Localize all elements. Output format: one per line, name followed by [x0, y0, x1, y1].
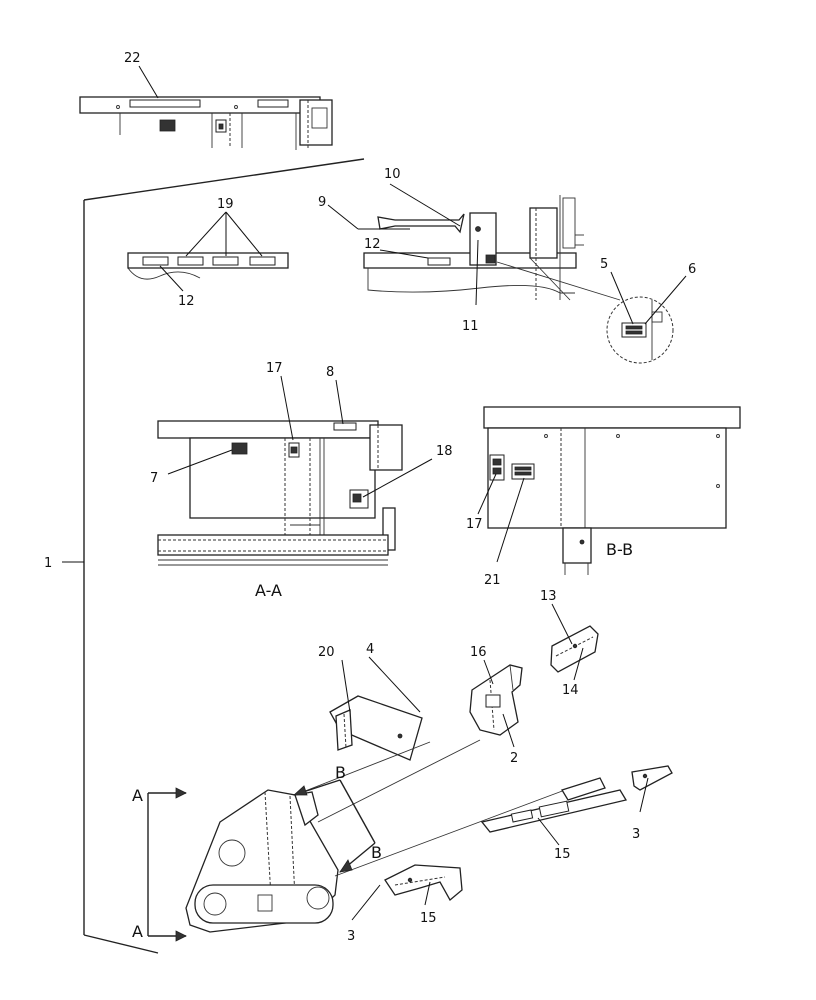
part-20-shield [329, 695, 423, 761]
callout-10: 10 [384, 167, 401, 182]
callout-6: 6 [688, 262, 696, 277]
section-arrow-b-top: B [335, 763, 346, 782]
leader-9a [327, 204, 359, 230]
leader-4 [368, 656, 421, 713]
section-arrow-a-bottom: A [132, 922, 143, 941]
callout-17-aa: 17 [266, 361, 283, 376]
leader-12a [379, 249, 429, 259]
part-15-upper [480, 765, 673, 833]
leader-14 [573, 647, 584, 681]
leader-7 [167, 449, 233, 475]
top-panel-view [79, 96, 333, 150]
leader-12b [159, 265, 184, 292]
callout-19: 19 [217, 197, 234, 212]
callout-16: 16 [470, 645, 487, 660]
section-b-arrows [292, 779, 376, 873]
callout-12-strip: 12 [178, 294, 195, 309]
leader-5 [610, 271, 634, 325]
section-a-arrows [147, 787, 187, 942]
detail-circle [496, 261, 674, 364]
leader-11 [475, 239, 479, 306]
callout-18: 18 [436, 444, 453, 459]
callout-11: 11 [462, 319, 479, 334]
part-15-lower [384, 864, 463, 902]
leader-19c [225, 211, 263, 257]
leader-19a [185, 211, 227, 257]
section-a-a-view [157, 420, 403, 566]
callout-8: 8 [326, 365, 334, 380]
leader-17a [280, 375, 294, 441]
leader-3b [351, 884, 381, 921]
frame-view-top [363, 195, 584, 301]
leader-6 [644, 275, 687, 325]
section-label-b-b: B-B [606, 540, 633, 559]
callout-7: 7 [150, 471, 158, 486]
leader-21 [496, 477, 525, 563]
assembly-bracket [62, 158, 365, 954]
callout-2: 2 [510, 751, 518, 766]
leader-16 [483, 659, 494, 685]
callout-4: 4 [366, 642, 374, 657]
callout-12-frame: 12 [364, 237, 381, 252]
leader-17b [477, 473, 497, 515]
leader-18 [362, 458, 433, 498]
section-label-a-a: A-A [255, 581, 282, 600]
leader-10 [389, 183, 461, 227]
leader-8 [335, 379, 344, 425]
callout-5: 5 [600, 257, 608, 272]
leader-15b [424, 881, 431, 906]
section-arrow-b-bottom: B [371, 843, 382, 862]
callout-14: 14 [562, 683, 579, 698]
callout-15-upper: 15 [554, 847, 571, 862]
part-13-14 [550, 625, 599, 673]
callout-9: 9 [318, 195, 326, 210]
leader-15a [537, 817, 560, 846]
leader-3a [639, 777, 649, 813]
part-16 [469, 664, 523, 736]
callout-20: 20 [318, 645, 335, 660]
section-arrow-a-top: A [132, 786, 143, 805]
callout-15-lower: 15 [420, 911, 437, 926]
callout-1: 1 [44, 556, 52, 571]
section-b-b-view [483, 406, 741, 575]
callout-22: 22 [124, 51, 141, 66]
leader-13 [551, 603, 573, 645]
leader-20 [341, 659, 351, 713]
main-housing [185, 739, 566, 933]
callout-17-bb: 17 [466, 517, 483, 532]
callout-3-upper: 3 [632, 827, 640, 842]
callout-21: 21 [484, 573, 501, 588]
callout-3-lower: 3 [347, 929, 355, 944]
callout-13: 13 [540, 589, 557, 604]
decal-strip-view [127, 252, 289, 280]
leader-2 [502, 713, 515, 748]
leader-22 [138, 65, 159, 99]
